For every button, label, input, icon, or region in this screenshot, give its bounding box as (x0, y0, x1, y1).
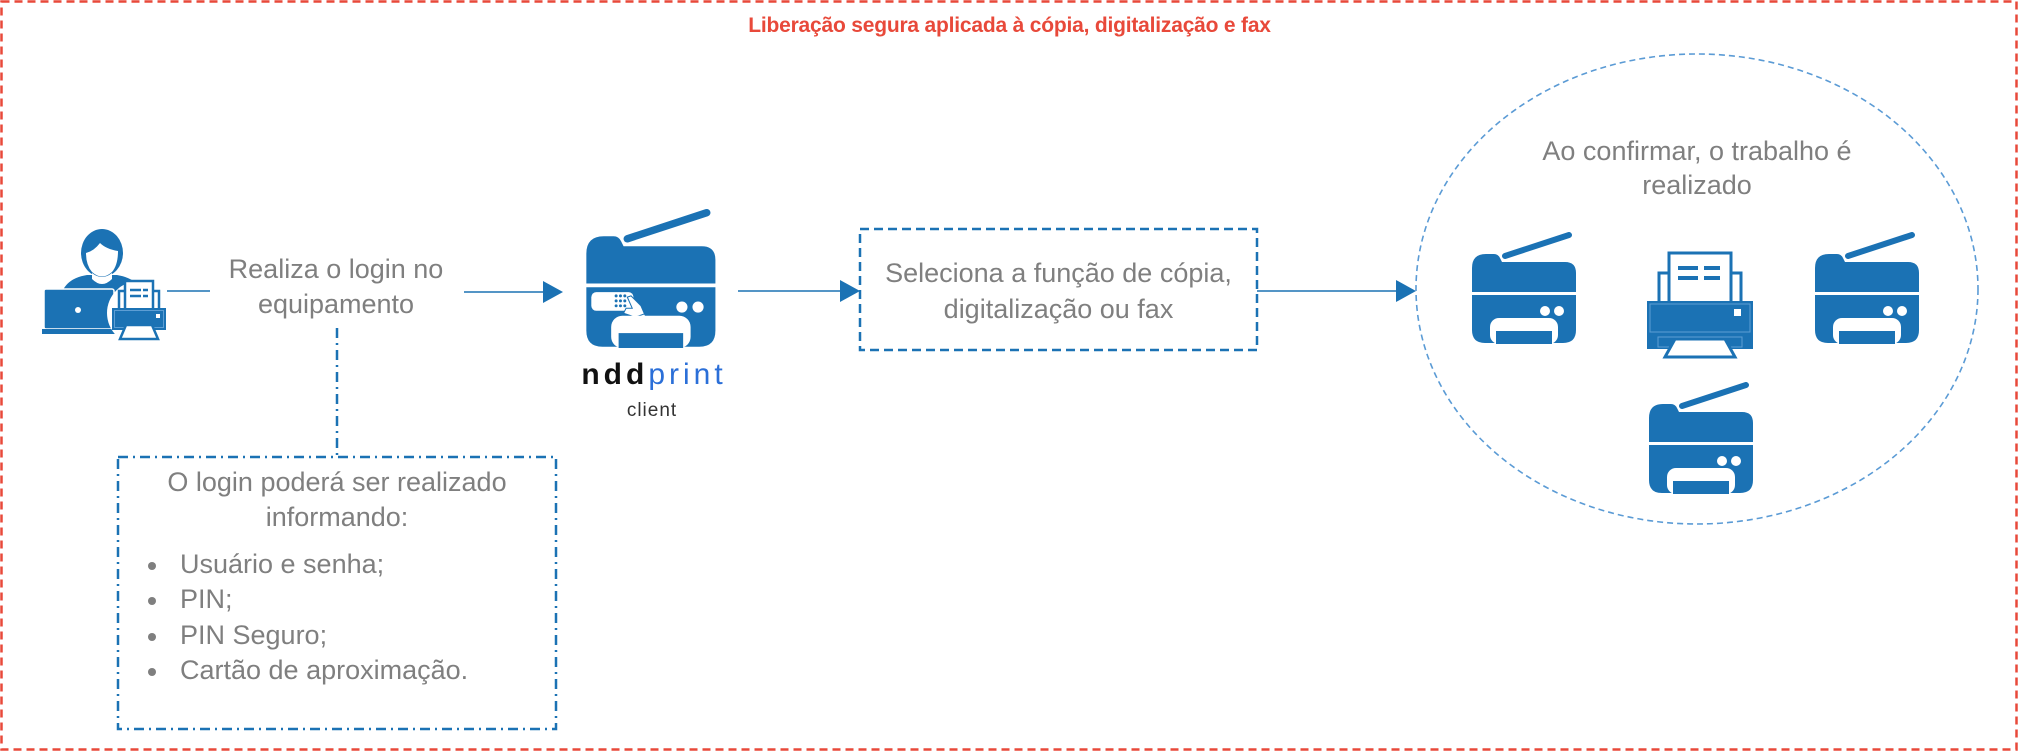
login-method-label: PIN; (180, 584, 233, 615)
arrowhead-icon (543, 281, 563, 303)
arrowhead-icon (840, 280, 860, 302)
select-box (858, 227, 1259, 352)
login-note-heading: O login poderá ser realizado informando: (118, 465, 556, 535)
logo-print: print (648, 358, 727, 391)
login-step-line: equipamento (257, 289, 415, 319)
login-methods-list: Usuário e senha; PIN; PIN Seguro; Cartão… (118, 547, 556, 688)
nddprint-logo: nddprint (574, 359, 734, 391)
bullet-icon (148, 632, 156, 641)
login-note-line: O login poderá ser realizado (167, 467, 507, 497)
login-method-label: Cartão de aproximação. (180, 654, 469, 685)
copier-icon (1649, 382, 1754, 494)
bullet-icon (148, 667, 156, 676)
result-step-label: Ao confirmar, o trabalho é realizado (1497, 134, 1897, 202)
bullet-icon (148, 562, 156, 570)
login-method-label: PIN Seguro; (180, 619, 328, 650)
page-title: Liberação segura aplicada à cópia, digit… (748, 14, 1271, 37)
login-method-label: Usuário e senha; (180, 549, 385, 579)
printer-icon (1646, 251, 1754, 359)
arrowhead-icon (1396, 280, 1416, 302)
select-step-line: Seleciona a função de cópia, (885, 258, 1232, 288)
login-method-item: PIN Seguro; (118, 618, 556, 653)
multifunction-printer-keypad-icon (586, 209, 717, 348)
logo-client: client (626, 400, 678, 421)
login-note-line: informando: (265, 502, 409, 532)
login-step-label: Realiza o login no equipamento (216, 252, 456, 322)
login-method-item: Cartão de aproximação. (118, 653, 556, 688)
login-note-box (116, 455, 558, 731)
result-step-line: realizado (1642, 170, 1752, 200)
select-step-label: Seleciona a função de cópia, digitalizaç… (860, 255, 1257, 327)
copier-icon (1815, 232, 1920, 344)
login-step-line: Realiza o login no (228, 254, 444, 284)
bullet-icon (148, 597, 156, 606)
user-with-laptop-and-printer-icon (42, 229, 167, 341)
select-step-line: digitalização ou fax (943, 294, 1174, 324)
copier-icon (1472, 232, 1577, 344)
result-step-line: Ao confirmar, o trabalho é (1542, 136, 1852, 166)
logo-ndd: ndd (581, 358, 649, 391)
result-ellipse (1415, 53, 1979, 525)
login-method-item: Usuário e senha; (118, 547, 556, 582)
login-method-item: PIN; (118, 582, 556, 617)
